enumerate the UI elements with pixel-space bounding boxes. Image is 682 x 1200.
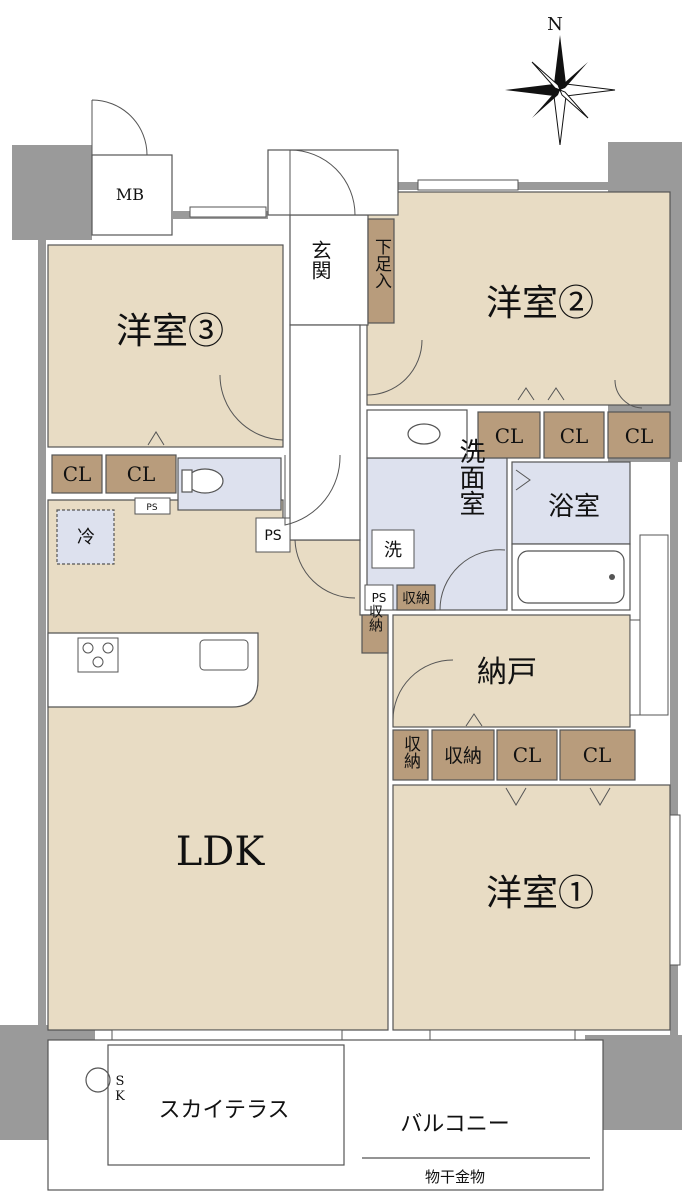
closet-cl-1 [51, 454, 103, 494]
closet-door-markers [147, 387, 611, 806]
closet-cl-4 [543, 411, 605, 459]
room-nando [392, 614, 631, 728]
balcony-label: バルコニー [400, 1112, 510, 1137]
column-top-left [12, 145, 92, 240]
mb-box [91, 154, 173, 236]
skyterrace-label: スカイテラス [158, 1098, 289, 1123]
bathtub-icon [517, 550, 625, 604]
storage-shuno-2 [431, 729, 495, 781]
washer-space [371, 529, 415, 569]
closet-cl-7 [559, 729, 636, 781]
sk-label-s: S [116, 1074, 125, 1089]
shoe-closet [367, 218, 395, 324]
mb-label: MB [116, 185, 144, 204]
washer-label: 洗 [384, 540, 402, 561]
storage-shuno-3 [396, 584, 436, 611]
mb-door-swing [91, 99, 148, 156]
room-yoshitsu3 [47, 244, 284, 448]
cl-label-5: CL [625, 424, 654, 448]
door-swings [219, 339, 643, 721]
entrance-alcove [267, 149, 399, 216]
cl-label-4: CL [560, 424, 589, 448]
yoshitsu3-label: 洋室③ [116, 311, 224, 352]
room-yoshitsu2 [366, 191, 671, 406]
sink-icon [407, 423, 441, 445]
yoshitsu2-label: 洋室② [486, 283, 594, 324]
vanity-counter [366, 409, 468, 459]
nando-label: 納戸 [477, 655, 537, 690]
room-yoshitsu1 [392, 784, 671, 1031]
toilet-tank-icon [181, 469, 193, 493]
shuno-label-4: 収納 [367, 604, 383, 633]
senmen-label: 洗面室 [455, 438, 485, 516]
burner-icon [92, 656, 104, 668]
storage-shuno-4 [361, 614, 389, 654]
cl-label-6: CL [513, 743, 542, 767]
closet-cl-3 [477, 411, 541, 459]
room-ldk [47, 499, 389, 1031]
burner-icon [82, 642, 94, 654]
closet-cl-5 [607, 411, 671, 459]
ldk-label: LDK [176, 829, 266, 875]
ps-box [255, 517, 291, 553]
kitchen-sink-icon [199, 639, 249, 671]
cl-label-2: CL [127, 462, 156, 486]
drain-icon [609, 574, 615, 580]
cl-label-1: CL [63, 462, 92, 486]
fridge-label: 冷 [77, 527, 95, 548]
ps-box-2 [364, 584, 394, 611]
closet-cl-6 [496, 729, 558, 781]
ps-label: PS [264, 528, 281, 544]
ps-box-small [134, 497, 171, 515]
cl-label-3: CL [495, 424, 524, 448]
cl-label-7: CL [583, 743, 612, 767]
burner-icon [102, 642, 114, 654]
fridge-space [56, 509, 115, 565]
sk-label-k: K [115, 1089, 125, 1104]
dryer-label: 物干金物 [425, 1168, 485, 1186]
hallway [289, 214, 369, 541]
ps-label-small: PS [146, 503, 157, 513]
shoe-closet-label: 下足入 [371, 238, 392, 289]
room-yokushitsu [511, 461, 631, 545]
ps-label-2: PS [372, 591, 387, 605]
yoshitsu1-label: 洋室① [486, 873, 594, 914]
corridor [289, 324, 361, 541]
closets [51, 218, 671, 781]
shuno-label-1: 収納 [400, 735, 421, 770]
north-label: N [547, 14, 563, 35]
compass-icon [505, 35, 616, 146]
windows [111, 179, 681, 1041]
shuno-label-3: 収納 [402, 591, 430, 607]
balcony [47, 1039, 604, 1191]
entrance-door-swing [289, 149, 356, 216]
shuno-label-2: 収納 [444, 745, 482, 767]
storage-shuno-1 [392, 729, 429, 781]
closet-cl-2 [105, 454, 177, 494]
yokushitsu-label: 浴室 [548, 492, 600, 522]
genkan-floor [289, 214, 369, 326]
genkan-label: 玄関 [308, 240, 332, 280]
